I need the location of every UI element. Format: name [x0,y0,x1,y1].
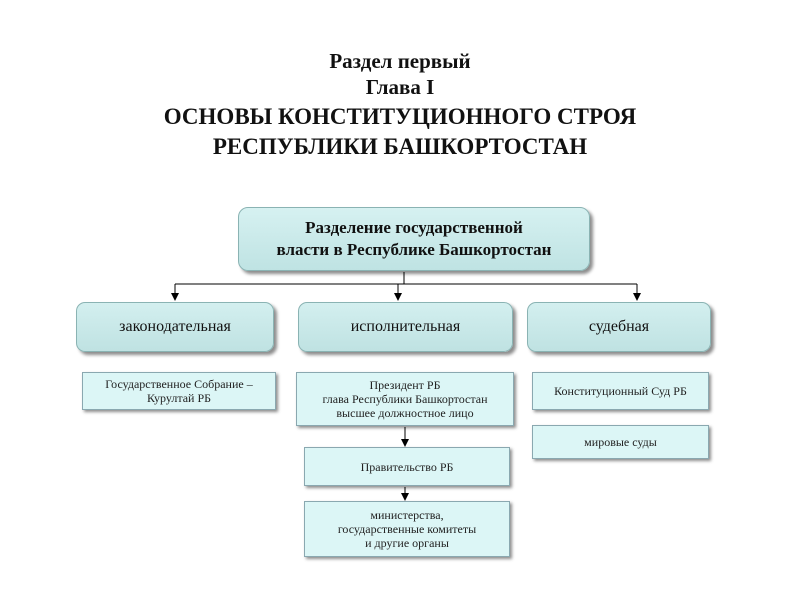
government-box: Правительство РБ [304,447,510,486]
president-line-3: высшее должностное лицо [336,406,474,420]
heading-line-1: ОСНОВЫ КОНСТИТУЦИОННОГО СТРОЯ [163,104,637,129]
state-assembly-box: Государственное Собрание – Курултай РБ [82,372,276,410]
constitutional-court-line-1: Конституционный Суд РБ [554,384,687,398]
legislative-branch-label: законодательная [119,318,231,335]
judicial-branch-label: судебная [588,318,650,335]
ministries-box: министерства, государственные комитеты и… [304,501,510,557]
executive-branch-label: исполнительная [350,318,461,335]
ministries-line-3: и другие органы [365,536,449,550]
page-title: Раздел первый Глава I ОСНОВЫ КОНСТИТУЦИО… [0,48,800,162]
chapter-title: Глава I [365,75,435,99]
constitutional-court-box: Конституционный Суд РБ [532,372,709,410]
executive-branch-box: исполнительная [298,302,513,352]
root-line-2: власти в Республике Башкортостан [276,240,552,259]
root-line-1: Разделение государственной [305,218,523,237]
root-box: Разделение государственной власти в Респ… [238,207,590,271]
judicial-branch-box: судебная [527,302,711,352]
ministries-line-1: министерства, [370,508,444,522]
president-box: Президент РБ глава Республики Башкортост… [296,372,514,426]
state-assembly-line-2: Курултай РБ [146,391,212,405]
legislative-branch-box: законодательная [76,302,274,352]
heading-line-2: РЕСПУБЛИКИ БАШКОРТОСТАН [212,134,588,159]
magistrate-courts-box: мировые суды [532,425,709,459]
government-line-1: Правительство РБ [360,459,454,474]
president-line-1: Президент РБ [369,378,441,392]
state-assembly-line-1: Государственное Собрание – [105,377,253,391]
section-title: Раздел первый [329,49,471,73]
magistrate-courts-line-1: мировые суды [584,435,657,449]
ministries-line-2: государственные комитеты [337,522,477,536]
president-line-2: глава Республики Башкортостан [322,392,488,406]
